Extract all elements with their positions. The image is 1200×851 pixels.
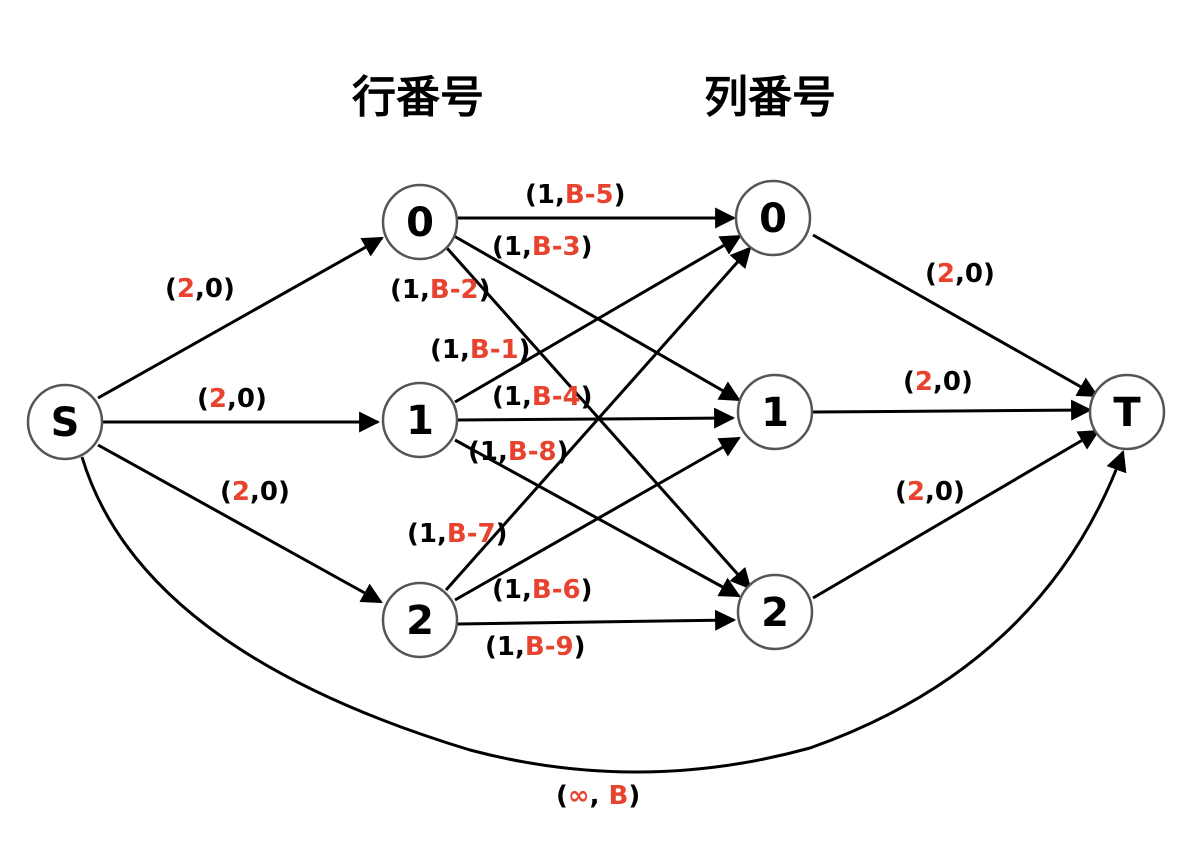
edge-s-t — [80, 450, 1127, 774]
node-col0-label: 0 — [759, 196, 787, 242]
edge-col0-t — [812, 233, 1099, 398]
edge-row1-col0 — [454, 234, 742, 404]
node-col1: 1 — [736, 373, 814, 451]
edge-row2-col0 — [444, 246, 752, 591]
label-row2-col0: (1,B-7) — [407, 519, 507, 549]
node-row2-label: 2 — [406, 598, 434, 644]
node-row0-label: 0 — [406, 200, 434, 246]
label-s-row0: (2,0) — [165, 274, 235, 304]
label-s-t: (∞, B) — [556, 781, 640, 811]
edge-s-row2 — [97, 443, 383, 604]
node-col2-label: 2 — [761, 590, 789, 636]
node-sink-label: T — [1113, 390, 1141, 436]
edge-row2-col2 — [457, 609, 737, 631]
label-col2-t: (2,0) — [895, 477, 965, 507]
node-sink: T — [1088, 373, 1166, 451]
label-col1-t: (2,0) — [903, 367, 973, 397]
label-row0-col1: (1,B-3) — [492, 232, 592, 262]
label-s-row1: (2,0) — [197, 384, 267, 414]
label-row1-col0: (1,B-1) — [430, 335, 530, 365]
cols-heading: 列番号 — [704, 72, 836, 123]
edge-s-row0 — [97, 236, 384, 400]
label-row2-col2: (1,B-9) — [485, 632, 585, 662]
node-source: S — [26, 383, 104, 461]
node-row1-label: 1 — [406, 398, 434, 444]
label-col0-t: (2,0) — [925, 259, 995, 289]
edge-row1-col1 — [457, 407, 736, 429]
node-row0: 0 — [381, 183, 459, 261]
label-row2-col1: (1,B-6) — [492, 575, 592, 605]
node-row1: 1 — [381, 381, 459, 459]
label-row0-col0: (1,B-5) — [525, 180, 625, 210]
node-col0: 0 — [734, 179, 812, 257]
rows-heading: 行番号 — [352, 72, 484, 123]
edge-col2-t — [812, 429, 1100, 600]
edge-row2-col1 — [454, 436, 741, 602]
label-row1-col1: (1,B-4) — [492, 382, 592, 412]
node-col2: 2 — [736, 573, 814, 651]
edge-col1-t — [812, 399, 1093, 421]
label-row1-col2: (1,B-8) — [468, 437, 568, 467]
node-col1-label: 1 — [761, 390, 789, 436]
node-source-label: S — [51, 400, 80, 446]
label-s-row2: (2,0) — [220, 477, 290, 507]
label-row0-col2: (1,B-2) — [390, 275, 490, 305]
node-row2: 2 — [381, 581, 459, 659]
